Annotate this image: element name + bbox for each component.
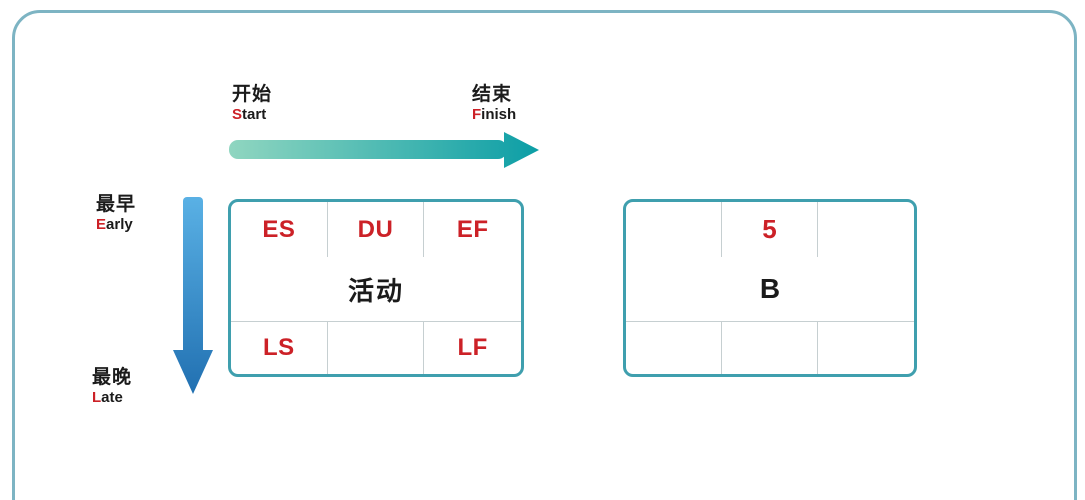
legend-cell-activity: 活动 (231, 257, 521, 322)
start-label: 开始 Start (232, 84, 272, 123)
example-cell-activity: B (626, 257, 914, 322)
early-label: 最早 Early (96, 194, 136, 233)
legend-cell-lf: LF (457, 334, 488, 361)
legend-cell-ef: EF (456, 215, 489, 243)
legend-cell-blank (328, 322, 425, 374)
example-cell-lf (818, 322, 914, 374)
start-label-zh: 开始 (232, 84, 273, 105)
legend-cell-ls: LS (231, 322, 328, 374)
early-label-zh: 最早 (96, 194, 137, 215)
late-label-zh: 最晚 (92, 367, 133, 388)
late-label-en: Late (92, 388, 123, 406)
finish-label-zh: 结束 (472, 84, 513, 105)
example-cell-blank (722, 322, 818, 374)
legend-cell-es: ES (231, 202, 328, 257)
example-node-table: 5 B (623, 199, 917, 377)
finish-label: 结束 Finish (472, 84, 516, 123)
outer-frame (12, 10, 1077, 500)
example-cell-ef (818, 202, 914, 257)
example-cell-du: 5 (722, 202, 818, 257)
legend-node-table: ES DU EF 活动 LS LF (228, 199, 524, 377)
legend-cell-du: DU (328, 202, 425, 257)
early-label-en: Early (96, 215, 133, 233)
example-cell-ls (626, 322, 722, 374)
late-label: 最晚 Late (92, 367, 132, 406)
finish-label-en: Finish (472, 105, 517, 123)
example-cell-es (626, 202, 722, 257)
down-arrow-icon (173, 197, 213, 394)
start-label-en: Start (232, 105, 267, 123)
right-arrow-icon (229, 132, 539, 168)
